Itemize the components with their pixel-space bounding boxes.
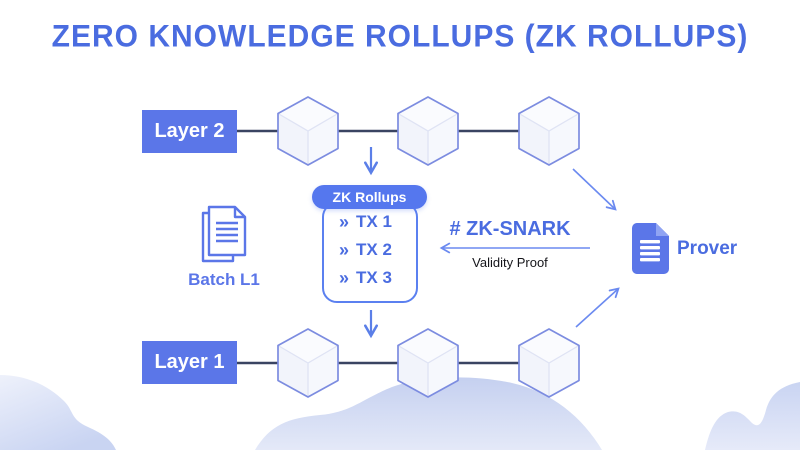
layer2-block1-cube-icon — [277, 96, 339, 166]
layer2-label: Layer 2 — [154, 120, 225, 142]
validity-proof-label: Validity Proof — [472, 255, 548, 270]
page-title: ZERO KNOWLEDGE ROLLUPS (ZK ROLLUPS) — [51, 19, 749, 54]
layer2-block3-cube-icon — [518, 96, 580, 166]
chevron-right-icon: » — [339, 239, 350, 260]
zk-rollups-badge: ZK Rollups — [312, 185, 427, 209]
tx-3-label: TX 3 — [356, 268, 392, 287]
zk-snark-label: # ZK-SNARK — [449, 218, 571, 240]
chevron-right-icon: » — [339, 267, 350, 288]
tx-2-label: TX 2 — [356, 240, 392, 259]
layer1-block3-cube-icon — [518, 328, 580, 398]
stacked-documents-icon — [201, 205, 247, 263]
prover-document-icon — [632, 223, 669, 274]
chevron-right-icon: » — [339, 211, 350, 232]
tx-row-2: » TX 2 — [339, 236, 416, 264]
wave-right — [705, 382, 800, 450]
wave-background — [0, 375, 800, 450]
wave-center — [255, 377, 602, 450]
prover-label: Prover — [677, 238, 738, 259]
batch-l1-label: Batch L1 — [188, 270, 260, 289]
arrow-layer2-to-prover — [572, 168, 617, 211]
layer1-label-box: Layer 1 — [142, 341, 237, 384]
tx-row-3: » TX 3 — [339, 264, 416, 292]
layer2-block2-cube-icon — [397, 96, 459, 166]
tx-1-label: TX 1 — [356, 212, 392, 231]
zk-rollups-badge-label: ZK Rollups — [332, 189, 407, 205]
transaction-batch-box: » TX 1 » TX 2 » TX 3 — [322, 202, 418, 303]
layer2-label-box: Layer 2 — [142, 110, 237, 153]
layer1-block2-cube-icon — [397, 328, 459, 398]
arrow-layer1-to-prover — [575, 287, 620, 328]
wave-left — [0, 375, 116, 450]
tx-row-1: » TX 1 — [339, 208, 416, 236]
layer1-label: Layer 1 — [154, 351, 225, 373]
layer1-block1-cube-icon — [277, 328, 339, 398]
